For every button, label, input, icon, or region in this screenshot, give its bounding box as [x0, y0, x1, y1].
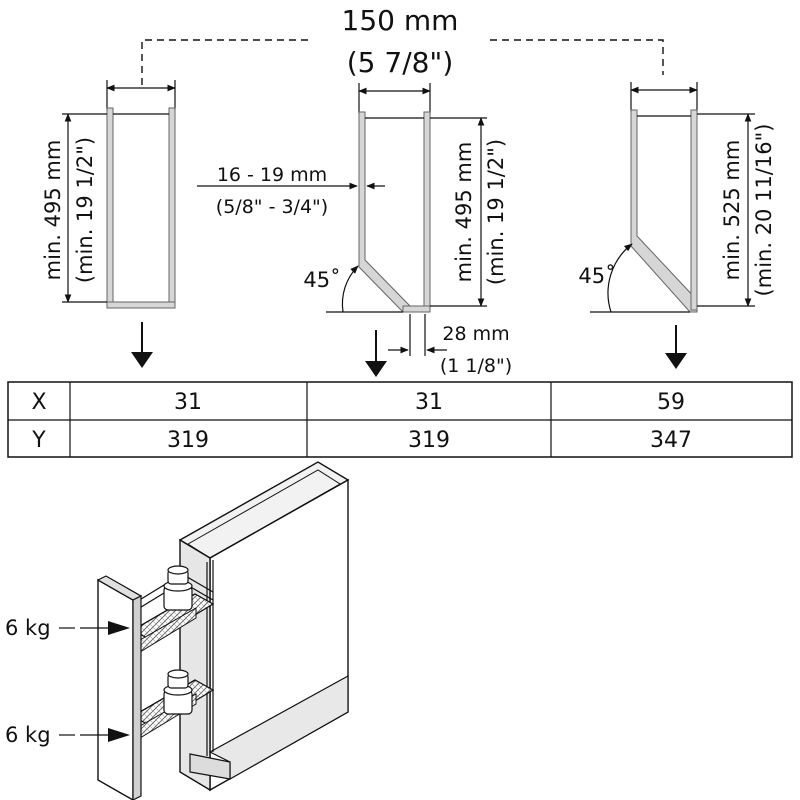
height-label-in-3: (min. 20 11/16") [752, 124, 776, 297]
jar-lower [163, 669, 193, 715]
down-arrow-3 [665, 325, 687, 369]
down-arrow-2 [365, 330, 387, 377]
down-arrow-1 [131, 322, 153, 368]
bottom-gap-mm: 28 mm [442, 323, 509, 345]
cell-y-2: 319 [408, 428, 450, 453]
panel-thickness-mm: 16 - 19 mm [217, 164, 327, 186]
height-label-in-2: (min. 19 1/2") [484, 139, 508, 285]
height-label-mm-1: min. 495 mm [41, 140, 65, 281]
jar-upper [163, 565, 193, 611]
config-angled-narrow: 16 - 19 mm (5/8" - 3/4") 45˚ min. 495 mm… [197, 83, 512, 377]
overall-width-in: (5 7/8") [347, 46, 454, 79]
config-angled-tall: 45˚ min. 525 mm (min. 20 11/16") [578, 82, 776, 369]
cell-y-3: 347 [650, 428, 692, 453]
arrow-right-icon [108, 621, 130, 635]
dimension-table: X 31 31 59 Y 319 319 347 [7, 381, 793, 458]
bottom-gap-in: (1 1/8") [440, 355, 512, 377]
config-straight: min. 495 mm (min. 19 1/2") [41, 80, 176, 368]
cell-y-1: 319 [167, 428, 209, 453]
arrow-right-icon [108, 728, 130, 742]
row-label-x: X [31, 390, 46, 415]
panel-thickness-in: (5/8" - 3/4") [216, 196, 328, 218]
load-label-lower: 6 kg [5, 723, 51, 747]
cell-x-3: 59 [657, 390, 685, 415]
angle-label-2: 45˚ [303, 268, 340, 292]
row-label-y: Y [31, 428, 46, 453]
height-label-in-1: (min. 19 1/2") [73, 137, 97, 283]
height-label-mm-2: min. 495 mm [452, 142, 476, 283]
load-label-upper: 6 kg [5, 616, 51, 640]
overall-width-mm: 150 mm [342, 4, 459, 37]
angle-label-3: 45˚ [578, 264, 615, 288]
cell-x-1: 31 [174, 390, 202, 415]
height-label-mm-3: min. 525 mm [720, 140, 744, 281]
cell-x-2: 31 [415, 390, 443, 415]
pullout-illustration: 6 kg 6 kg [5, 461, 350, 800]
overall-width-dimension: 150 mm (5 7/8") [141, 4, 664, 85]
